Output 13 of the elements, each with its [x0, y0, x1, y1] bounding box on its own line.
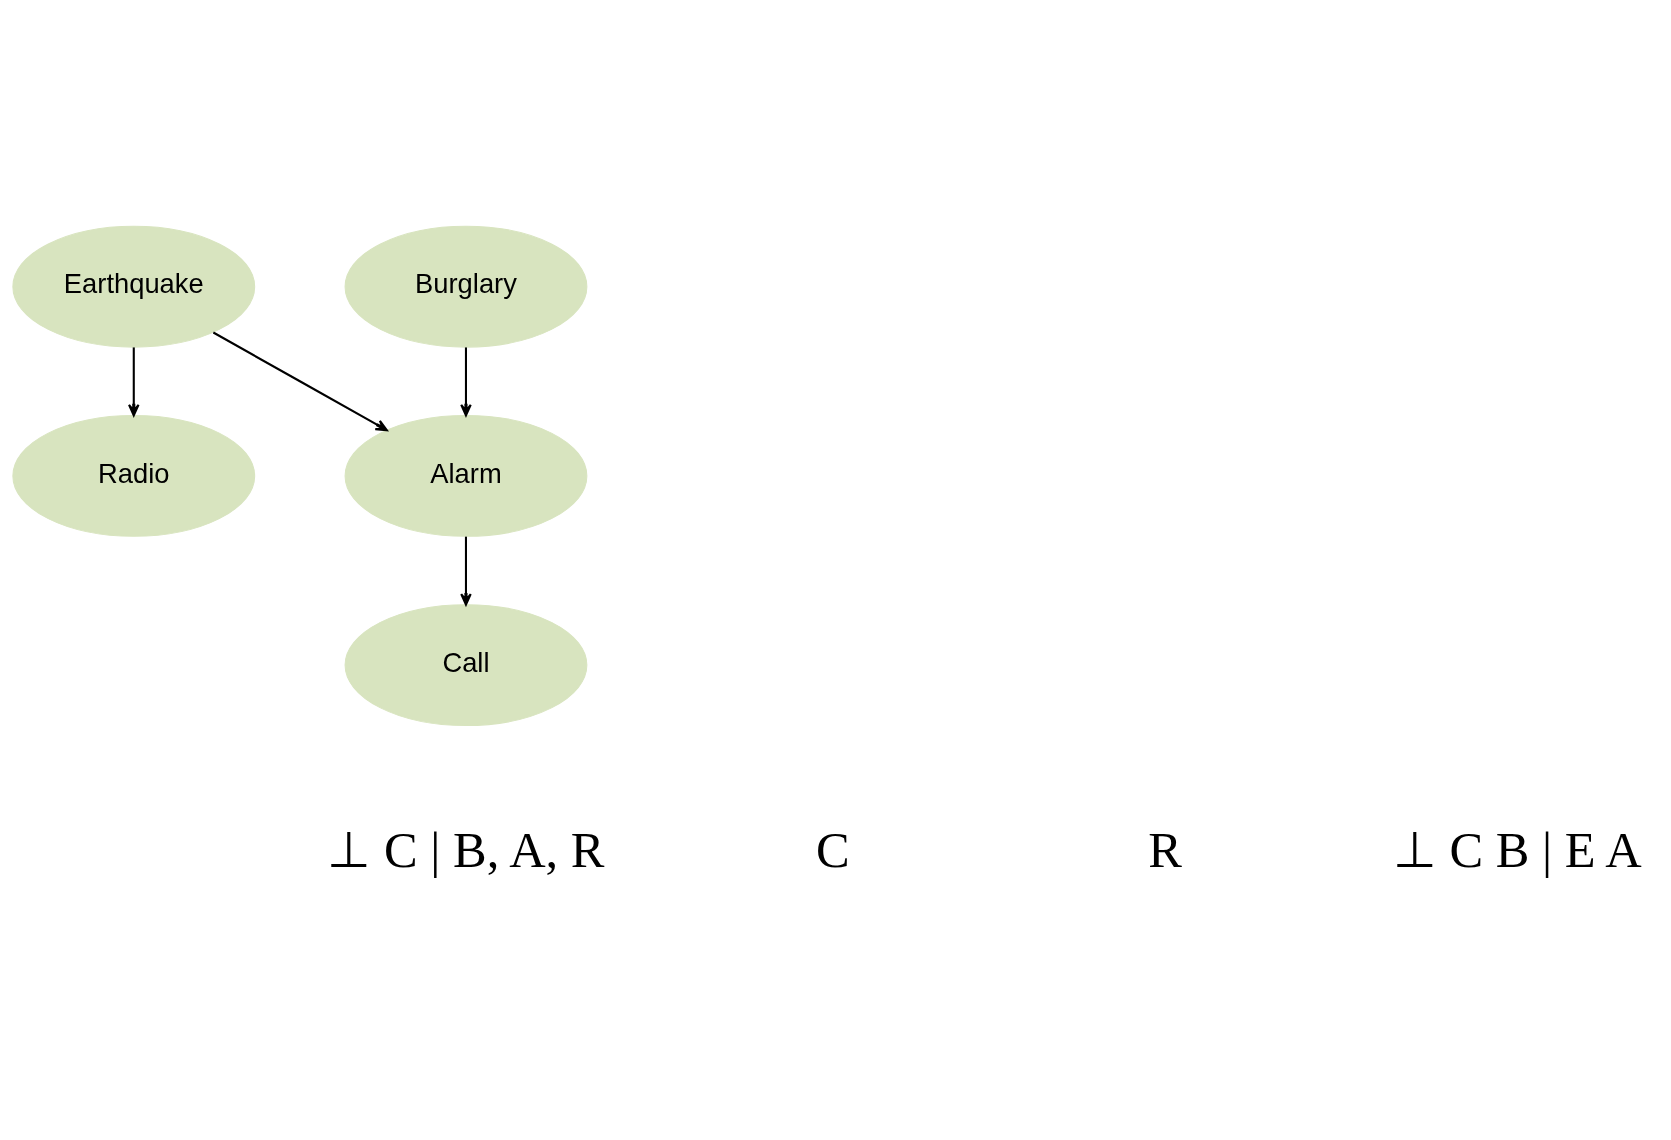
node-ellipse: Alarm: [344, 414, 588, 537]
node-ellipse: Earthquake: [12, 225, 256, 348]
label: C: [816, 821, 850, 878]
arrow: [128, 346, 140, 416]
label: R: [1148, 821, 1182, 878]
label: ⊥ C B | E A: [1392, 821, 1642, 878]
node-ellipse: Burglary: [344, 225, 588, 348]
node-ellipse: Call: [344, 603, 588, 726]
arrow: [460, 536, 472, 606]
label: ⊥ C | B, A, R: [327, 821, 605, 878]
arrow: [212, 331, 388, 431]
node-ellipse: Radio: [12, 414, 256, 537]
arrow: [460, 346, 472, 416]
